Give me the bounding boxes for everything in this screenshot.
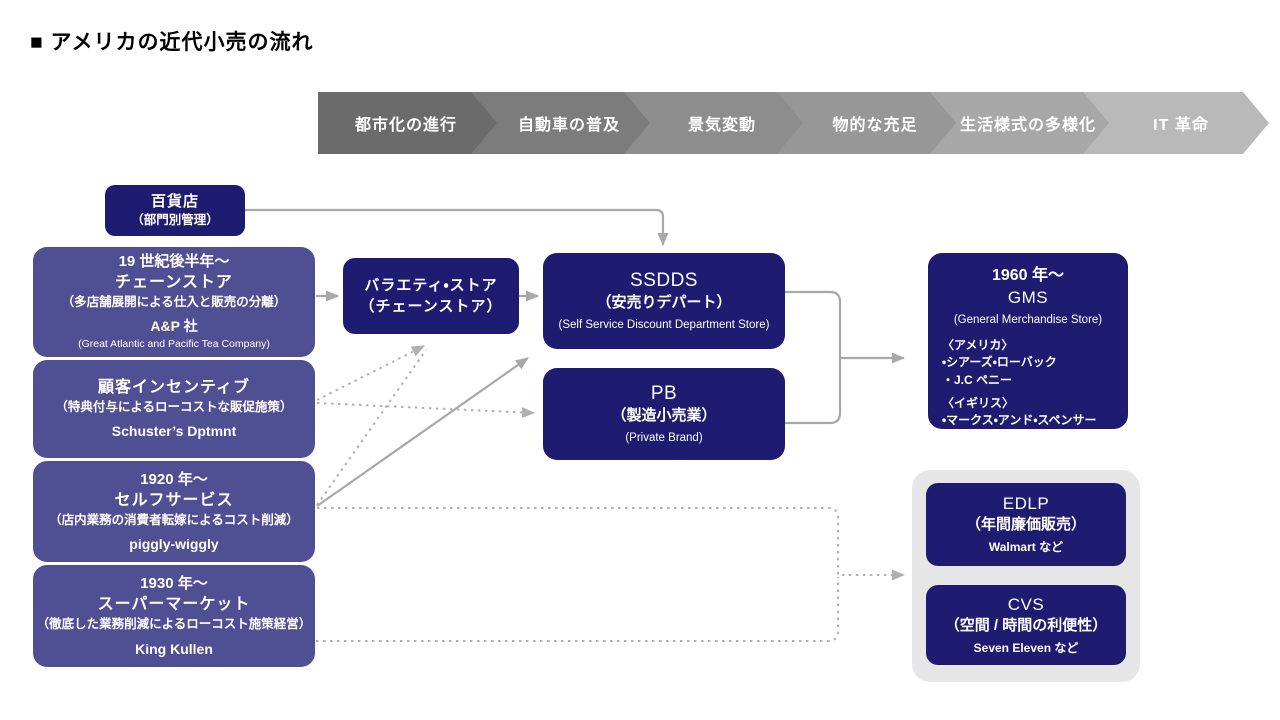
box-era: 19 世紀後半年〜 [118,252,230,270]
box-subtitle: （徹底した業務削減によるローコスト施策経営） [36,617,312,632]
box-subtitle: （部門別管理） [131,213,219,228]
gms-list-item: ・シアーズ・ローバック [942,355,1057,370]
box-subtitle: （年間廉価販売） [965,516,1086,534]
box-subtitle: （安売りデパート） [596,294,732,312]
box-subtitle-en: (Private Brand) [625,432,703,445]
arrow-selfservice-to-ssdds [316,357,529,507]
box-title: スーパーマーケット [97,596,251,614]
timeline-stage-automobile: 自動車の普及 [471,92,657,154]
arrow-selfservice-to-edlp-cvs [317,507,905,581]
box-subtitle: （特典付与によるローコストな販促施策） [55,399,293,414]
box-subtitle-en: (Self Service Discount Department Store) [558,319,770,332]
timeline-stage-lifestyle: 生活様式の多様化 [930,92,1116,154]
gms-list-item: ・J.C ペニー [942,372,1013,387]
box-title: PB [650,382,678,404]
box-title: バラエティ・ストア [364,277,498,294]
box-pb: PB （製造小売業） (Private Brand) [543,368,785,460]
box-subtitle: （製造小売業） [611,407,717,425]
edlp-cvs-group: EDLP （年間廉価販売） Walmart など CVS （空間 / 時間の利便… [912,470,1140,682]
timeline-stage-label: IT 革命 [1153,117,1209,134]
timeline-stage-label: 生活様式の多様化 [959,117,1096,134]
box-ssdds: SSDDS （安売りデパート） (Self Service Discount D… [543,253,785,349]
box-company: piggly-wiggly [129,536,219,553]
gms-list-item: 〈イギリス〉 [942,395,1015,410]
timeline-stage-label: 都市化の進行 [354,117,457,134]
gms-list-item: ・マークス・アンド・スペンサー [942,413,1097,428]
box-subtitle: （チェーンストア） [359,298,503,315]
arrow-selfservice-to-variety [316,349,427,506]
box-title: 顧客インセンティブ [97,379,251,397]
timeline-stage-label: 景気変動 [687,117,756,134]
box-era: 1930 年〜 [140,575,208,593]
box-subtitle: （店内業務の消費者転嫁によるコスト削減） [49,512,299,527]
box-supermarket: 1930 年〜 スーパーマーケット （徹底した業務削減によるローコスト施策経営）… [33,565,315,667]
timeline-stage-material: 物的な充足 [777,92,963,154]
timeline-stage-urbanization: 都市化の進行 [318,92,504,154]
box-example: Seven Eleven など [973,640,1079,655]
gms-list-item: 〈アメリカ〉 [942,337,1014,352]
box-example: Walmart など [988,540,1064,555]
box-company: Schuster’s Dptmnt [111,423,237,440]
box-department-store: 百貨店 （部門別管理） [105,185,245,236]
box-gms-examples: 〈アメリカ〉 ・シアーズ・ローバック ・J.C ペニー 〈イギリス〉 ・マークス… [928,337,1128,430]
box-title: セルフサービス [114,491,234,509]
box-subtitle-en: (General Merchandise Store) [953,313,1103,326]
timeline-stage-label: 物的な充足 [832,117,918,134]
box-gms: 1960 年〜 GMS (General Merchandise Store) … [928,253,1128,429]
arrow-incentive-to-pb [316,402,535,418]
page-title: ■ アメリカの近代小売の流れ [30,31,314,54]
timeline-stage-economy: 景気変動 [624,92,810,154]
arrow-pb-to-gms-branch [785,358,842,425]
box-company: A&P 社 [150,318,198,335]
box-subtitle: （多店舗展開による仕入と販売の分離） [61,294,287,309]
box-title: GMS [1007,287,1049,307]
box-title: SSDDS [630,269,698,291]
box-customer-incentive: 顧客インセンティブ （特典付与によるローコストな販促施策） Schuster’s… [33,360,315,458]
box-subtitle: （空間 / 時間の利便性） [944,616,1108,634]
box-title: チェーンストア [115,274,233,292]
box-era: 1960 年〜 [991,267,1065,284]
arrow-department-to-ssdds [245,208,669,246]
box-edlp: EDLP （年間廉価販売） Walmart など [926,483,1126,566]
box-chain-store: 19 世紀後半年〜 チェーンストア （多店舗展開による仕入と販売の分離） A&P… [33,247,315,357]
arrow-supermarket-to-edlp-cvs-branch [316,577,839,642]
timeline-stage-label: 自動車の普及 [517,117,620,134]
box-variety-store: バラエティ・ストア （チェーンストア） [343,258,519,334]
box-company: King Kullen [135,640,213,657]
arrow-ssdds-to-gms [785,290,905,364]
box-self-service: 1920 年〜 セルフサービス （店内業務の消費者転嫁によるコスト削減） pig… [33,461,315,562]
box-company-en: (Great Atlantic and Pacific Tea Company) [78,338,270,351]
box-era: 1920 年〜 [140,470,208,488]
box-cvs: CVS （空間 / 時間の利便性） Seven Eleven など [926,585,1126,665]
box-title: 百貨店 [150,193,199,211]
timeline-stage-it: IT 革命 [1083,92,1269,154]
arrow-incentive-to-variety [316,345,425,401]
box-title: EDLP [1002,494,1050,514]
box-title: CVS [1007,594,1045,614]
